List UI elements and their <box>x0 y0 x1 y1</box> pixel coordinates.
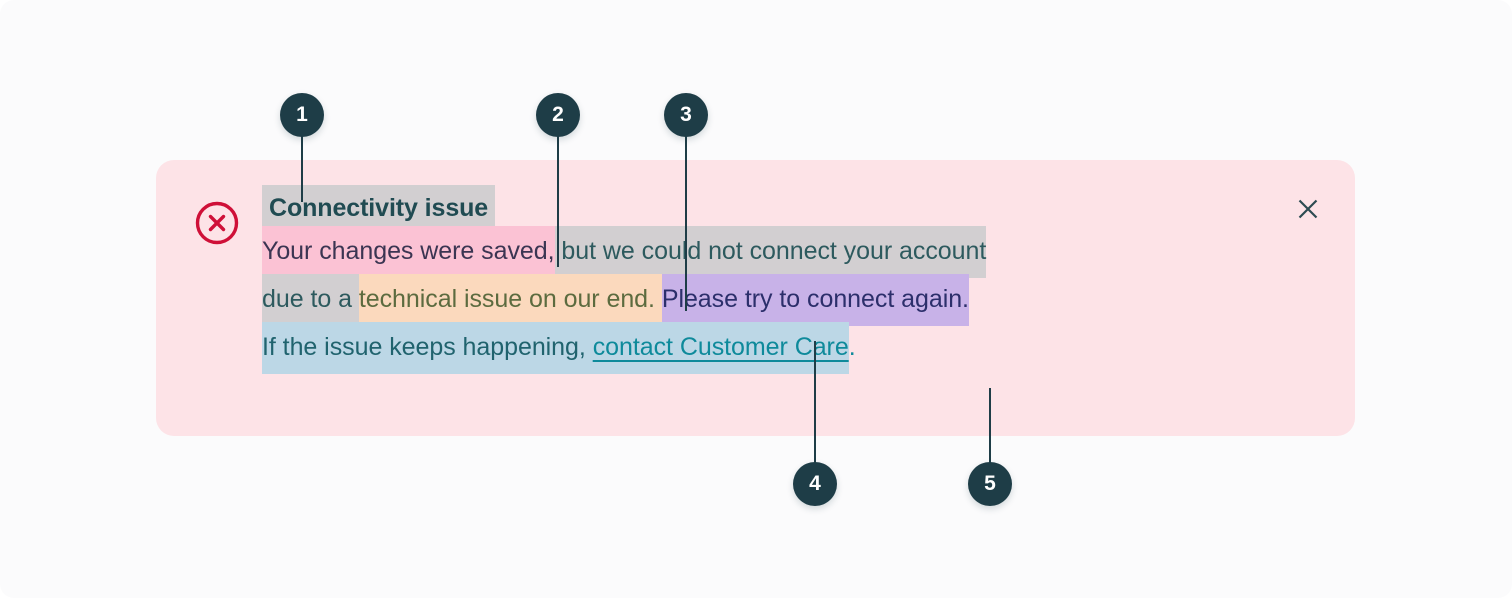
callout-badge-4[interactable]: 4 <box>793 462 837 506</box>
alert-title: Connectivity issue <box>262 185 1302 233</box>
callout-badge-5[interactable]: 5 <box>968 462 1012 506</box>
callout-badge-5-label: 5 <box>984 472 996 495</box>
message-segment-but: but we could not connect your account <box>554 226 986 278</box>
callout-leader-5 <box>989 388 991 463</box>
callout-badge-1-label: 1 <box>296 103 308 126</box>
callout-badge-3[interactable]: 3 <box>664 93 708 137</box>
error-circle-x-icon <box>194 200 240 246</box>
message-segment-please: Please try to connect again. <box>661 274 969 326</box>
alert-title-text: Connectivity issue <box>262 185 496 233</box>
message-segment-technical: technical issue on our end. <box>358 274 662 326</box>
callout-badge-3-label: 3 <box>680 103 692 126</box>
alert-body: Connectivity issue Your changes were sav… <box>262 185 1302 374</box>
alert-message: Your changes were saved, but we could no… <box>262 226 1302 374</box>
message-segment-period: . <box>848 333 856 361</box>
customer-care-link[interactable]: contact Customer Care <box>592 322 849 374</box>
callout-leader-2 <box>557 136 559 267</box>
callout-badge-1[interactable]: 1 <box>280 93 324 137</box>
message-segment-due-to-a: due to a <box>262 274 359 326</box>
callout-badge-2[interactable]: 2 <box>536 93 580 137</box>
message-segment-saved: Your changes were saved, <box>262 226 555 278</box>
message-segment-if-the-issue: If the issue keeps happening, <box>262 322 593 374</box>
callout-badge-2-label: 2 <box>552 103 564 126</box>
error-alert: Connectivity issue Your changes were sav… <box>156 160 1355 436</box>
close-button[interactable] <box>1291 192 1325 226</box>
callout-leader-4 <box>814 341 816 463</box>
callout-leader-3 <box>685 136 687 311</box>
close-icon <box>1295 196 1321 222</box>
callout-badge-4-label: 4 <box>809 472 821 495</box>
callout-leader-1 <box>301 136 303 202</box>
